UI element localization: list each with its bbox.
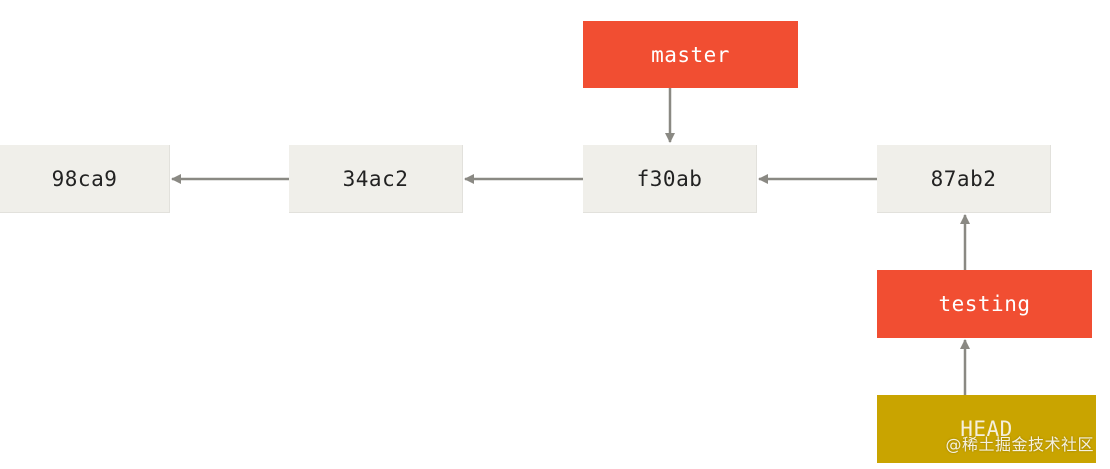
watermark: @稀土掘金技术社区 [945, 435, 1094, 454]
head-label: HEAD [960, 417, 1013, 441]
head-pointer: HEAD [877, 395, 1096, 463]
commit-34ac2: 34ac2 [289, 145, 463, 213]
branch-label: master [651, 42, 730, 67]
branch-label: testing [938, 292, 1031, 316]
commit-id: 87ab2 [930, 166, 997, 191]
commit-f30ab: f30ab [583, 145, 757, 213]
commit-id: 98ca9 [51, 166, 118, 191]
commit-id: 34ac2 [342, 166, 409, 191]
commit-98ca9: 98ca9 [0, 145, 170, 213]
branch-master: master [583, 21, 798, 88]
commit-id: f30ab [636, 166, 703, 191]
commit-87ab2: 87ab2 [877, 145, 1051, 213]
branch-testing: testing [877, 270, 1092, 338]
